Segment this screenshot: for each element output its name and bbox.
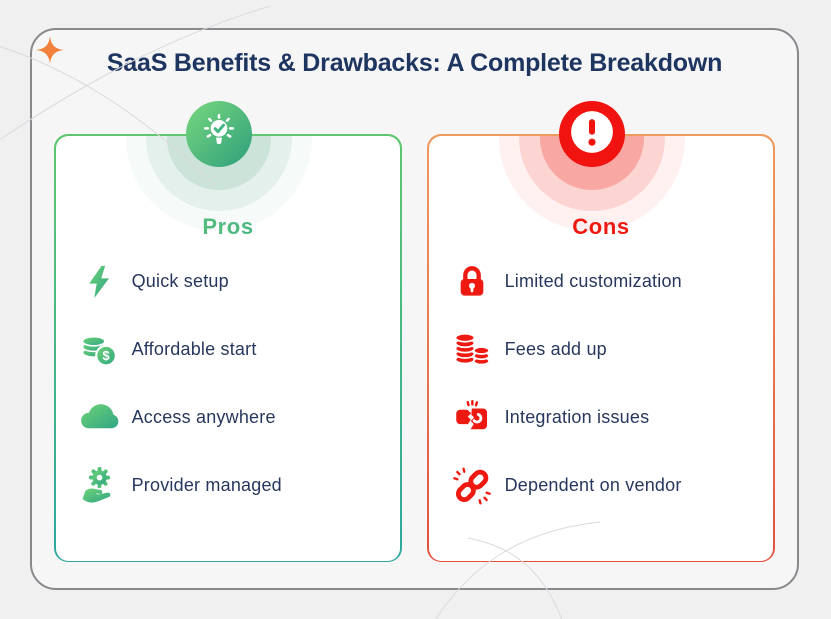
item-label: Provider managed	[131, 475, 282, 496]
list-item: Dependent on vendor	[449, 452, 774, 520]
pros-label: Pros	[56, 212, 401, 242]
item-label: Integration issues	[504, 407, 650, 428]
list-item: Limited customization	[449, 248, 774, 316]
item-label: Fees add up	[504, 339, 607, 360]
list-item: Quick setup	[76, 248, 401, 316]
page-title: SaaS Benefits & Drawbacks: A Complete Br…	[106, 49, 723, 77]
main-card: SaaS Benefits & Drawbacks: A Complete Br…	[30, 28, 799, 590]
item-label: Limited customization	[504, 271, 682, 292]
item-label: Quick setup	[131, 271, 229, 292]
columns: Pros Quick setup	[54, 101, 775, 563]
cloud-icon	[76, 395, 122, 441]
lightbulb-check-icon	[199, 112, 239, 157]
cons-label: Cons	[572, 213, 630, 239]
sparkle-icon	[36, 36, 64, 64]
item-label: Affordable start	[131, 339, 257, 360]
svg-text:$: $	[102, 347, 110, 362]
list-item: Fees add up	[449, 316, 774, 384]
cons-list: Limited customization	[429, 248, 774, 520]
coin-stacks-icon	[449, 327, 495, 373]
cons-card: Cons Limited customiza	[427, 134, 775, 563]
pros-column: Pros Quick setup	[54, 101, 402, 563]
puzzle-conflict-icon	[449, 395, 495, 441]
pros-list: Quick setup	[56, 248, 401, 520]
lock-icon	[449, 259, 495, 305]
list-item: Access anywhere	[76, 384, 401, 452]
pros-card: Pros Quick setup	[54, 134, 402, 563]
coins-dollar-icon: $	[76, 327, 122, 373]
cons-column: Cons Limited customiza	[427, 101, 775, 563]
list-item: $ Affordable start	[76, 316, 401, 384]
lightning-icon	[76, 259, 122, 305]
cons-badge	[559, 101, 625, 167]
item-label: Dependent on vendor	[504, 475, 682, 496]
list-item: Integration issues	[449, 384, 774, 452]
item-label: Access anywhere	[131, 407, 276, 428]
broken-chain-icon	[449, 463, 495, 509]
pros-badge	[186, 101, 252, 167]
list-item: Provider managed	[76, 452, 401, 520]
gear-hand-icon	[76, 463, 122, 509]
alert-exclamation-icon	[559, 99, 625, 170]
